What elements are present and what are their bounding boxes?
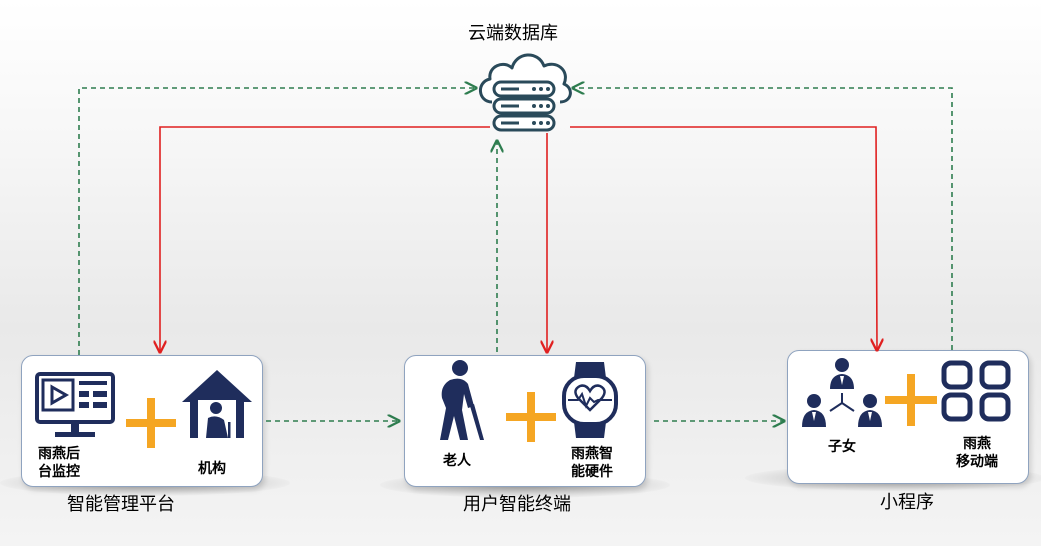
platform-caption: 智能管理平台 (67, 494, 175, 515)
cloud-server-icon (474, 44, 574, 134)
plus-icon (126, 398, 176, 448)
app-grid-icon (940, 360, 1012, 422)
data-arrow-platform (160, 126, 490, 352)
hardware-label-line2: 能硬件 (571, 464, 613, 480)
elderly-person-icon (422, 358, 492, 442)
monitor-label: 雨燕后 台监控 (38, 445, 94, 481)
hardware-label-line1: 雨燕智 (571, 446, 613, 462)
data-arrow-miniapp (570, 126, 877, 350)
smartwatch-icon (560, 360, 620, 440)
people-network-icon (800, 355, 884, 431)
mobile-label-line2: 移动端 (956, 454, 998, 470)
plus-icon (506, 392, 556, 442)
cloud-label: 云端数据库 (468, 23, 558, 44)
mobile-label-line1: 雨燕 (963, 436, 991, 452)
miniapp-caption: 小程序 (880, 492, 934, 513)
upload-arrow-platform (78, 88, 476, 355)
monitor-label-line2: 台监控 (38, 464, 80, 480)
institution-label: 机构 (198, 461, 226, 477)
monitor-icon (35, 372, 115, 442)
plus-icon (885, 374, 937, 426)
monitor-label-line1: 雨燕后 (38, 446, 80, 462)
hardware-label: 雨燕智 能硬件 (563, 445, 621, 481)
children-label: 子女 (828, 439, 856, 455)
house-person-icon (180, 368, 254, 440)
elderly-label: 老人 (443, 453, 471, 469)
terminal-caption: 用户智能终端 (463, 494, 571, 515)
upload-arrow-miniapp (573, 88, 953, 350)
mobile-label: 雨燕 移动端 (950, 435, 1004, 471)
